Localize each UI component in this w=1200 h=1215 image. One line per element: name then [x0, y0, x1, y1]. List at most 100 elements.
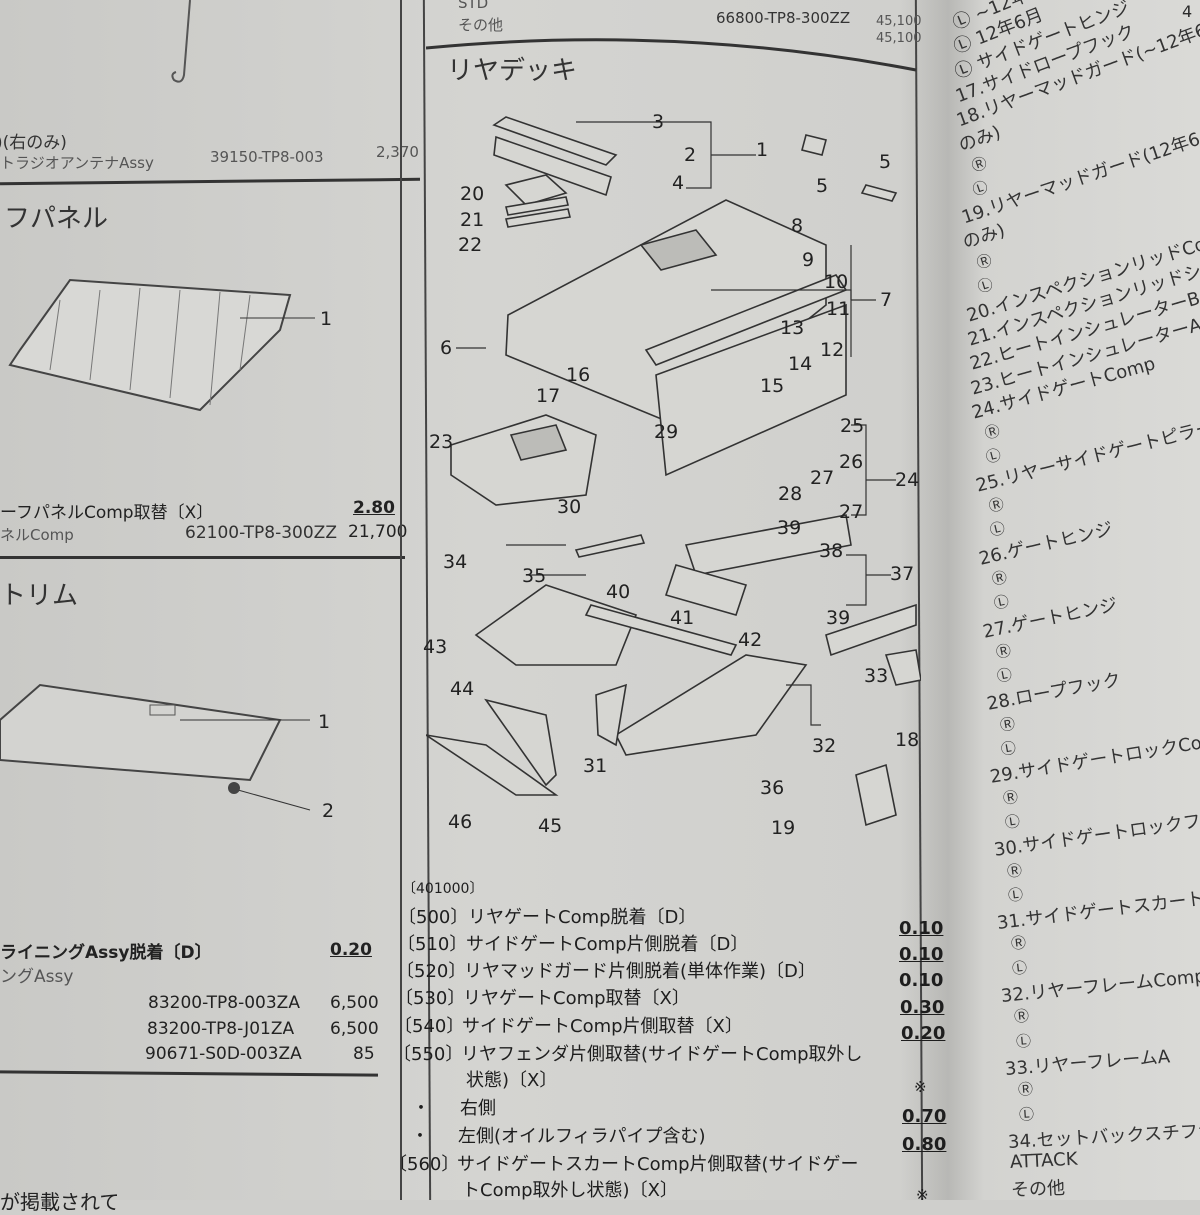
roof-operation-time: 2.80 — [353, 498, 395, 518]
callout: 31 — [583, 755, 608, 777]
op-code: 〔520〕 — [396, 961, 467, 982]
trim-price-2: 6,500 — [330, 1019, 379, 1039]
roof-lining-drawing — [0, 683, 311, 811]
parts-list-line: Ⓡ — [968, 153, 990, 176]
trim-part-no-2: 83200-TP8-J01ZA — [147, 1019, 295, 1039]
trim-price-1: 6,500 — [330, 993, 379, 1013]
callout: 17 — [536, 385, 561, 407]
callout: 27 — [810, 467, 835, 489]
parts-list-line: 31.サイドゲートスカートCom — [996, 883, 1200, 935]
section-divider — [0, 1070, 379, 1077]
parts-list-line: Ⓡ — [994, 641, 1013, 662]
part-heat-shield — [474, 584, 638, 666]
parts-list-line: Ⓛ — [1003, 811, 1021, 832]
parts-list-line: Ⓡ — [1013, 1006, 1031, 1027]
op-time: 0.70 — [902, 1106, 947, 1127]
antenna-wire-drawing — [171, 0, 191, 83]
antenna-price: 2,370 — [376, 143, 419, 161]
roof-callout: 1 — [320, 308, 333, 330]
callout: 27 — [839, 501, 864, 523]
callout: 26 — [839, 451, 864, 473]
callout: 41 — [670, 607, 695, 629]
callout: 38 — [819, 540, 844, 562]
op-time-note: ※ — [914, 1078, 927, 1096]
callout: 42 — [738, 629, 763, 651]
op-bullet: ・ — [411, 1126, 429, 1147]
op-label-cont: トComp取外し状態)〔X〕 — [462, 1180, 678, 1201]
callout: 5 — [816, 175, 829, 197]
callout: 7 — [880, 289, 893, 311]
top-price-2: 45,100 — [876, 31, 922, 46]
callout: 30 — [557, 496, 582, 518]
std-label: STD — [458, 0, 489, 12]
callout: 33 — [864, 665, 889, 687]
trim-part-no-3: 90671-S0D-003ZA — [145, 1044, 302, 1064]
trim-part-name: ングAssy — [0, 967, 74, 987]
callout: 40 — [606, 581, 631, 603]
roof-price: 21,700 — [348, 522, 408, 542]
callout: 22 — [458, 234, 483, 256]
trim-part-no-1: 83200-TP8-003ZA — [148, 993, 300, 1013]
parts-list-line: Ⓡ — [986, 494, 1006, 516]
callout: 8 — [791, 215, 804, 237]
callout: 11 — [826, 298, 851, 320]
op-label-cont: 状態)〔X〕 — [466, 1070, 558, 1091]
trim-callout-1: 1 — [318, 711, 331, 733]
parts-list-line: 34.セットバックスチフナーAC — [1007, 1117, 1200, 1153]
section-code: 〔401000〕 — [402, 881, 484, 897]
callout: 20 — [460, 183, 485, 205]
callout: 14 — [788, 353, 813, 375]
parts-list-line: Ⓛ — [995, 665, 1014, 686]
op-time: 0.80 — [902, 1134, 947, 1155]
callout: 4 — [672, 172, 685, 194]
part-inspection-lid — [504, 174, 568, 206]
op-label: 左側(オイルフィラパイプ含む) — [458, 1126, 706, 1147]
parts-list-line: Ⓛ — [1010, 958, 1028, 978]
parts-list-line: Ⓡ — [982, 421, 1003, 443]
roof-part-name: ネルComp — [0, 526, 74, 544]
column-divider — [400, 0, 402, 1200]
callout: 12 — [820, 339, 845, 361]
callout: 46 — [448, 811, 473, 833]
trim-price-3: 85 — [353, 1044, 375, 1064]
callout: 21 — [460, 209, 485, 231]
op-label: サイドゲートComp片側取替〔X〕 — [462, 1016, 743, 1037]
trim-operation-time: 0.20 — [330, 940, 372, 960]
op-time: 0.10 — [899, 970, 944, 991]
callout: 6 — [440, 337, 453, 359]
callout: 45 — [538, 815, 563, 837]
rear-deck-exploded-diagram — [426, 116, 921, 827]
callout: 16 — [566, 364, 591, 386]
part-rear-gate-panel — [493, 135, 612, 197]
part-rear-gate — [492, 116, 618, 166]
callout: 19 — [771, 817, 796, 839]
roof-part-no: 62100-TP8-300ZZ — [185, 523, 337, 543]
op-label: サイドゲートスカートComp片側取替(サイドゲー — [457, 1154, 859, 1175]
callout: 13 — [780, 317, 805, 339]
parts-list-line: Ⓡ — [1017, 1080, 1034, 1100]
callout: 43 — [423, 636, 448, 658]
op-label: 右側 — [460, 1098, 496, 1119]
op-time: 0.30 — [900, 997, 945, 1018]
op-bullet: ・ — [412, 1098, 430, 1119]
section-divider — [426, 38, 917, 72]
op-time: 0.10 — [899, 918, 944, 939]
top-price-1: 45,100 — [876, 14, 922, 29]
trim-heading: トリム — [0, 581, 79, 611]
callout: 44 — [450, 678, 475, 700]
part-side-gate — [655, 303, 847, 477]
callout: 15 — [760, 375, 785, 397]
callout: 5 — [879, 151, 892, 173]
callout: 24 — [895, 469, 920, 491]
op-label: リヤゲートComp取替〔X〕 — [463, 988, 690, 1009]
callout: 18 — [895, 729, 920, 751]
op-label: リヤマッドガード片側脱着(単体作業)〔D〕 — [464, 961, 816, 982]
callout: 32 — [812, 735, 837, 757]
op-code: 〔560〕 — [389, 1154, 460, 1175]
op-code: 〔500〕 — [398, 907, 469, 928]
op-label: リヤフェンダ片側取替(サイドゲートComp取外し — [461, 1044, 863, 1065]
top-part-no: 66800-TP8-300ZZ — [716, 9, 851, 27]
callout: 2 — [684, 144, 697, 166]
